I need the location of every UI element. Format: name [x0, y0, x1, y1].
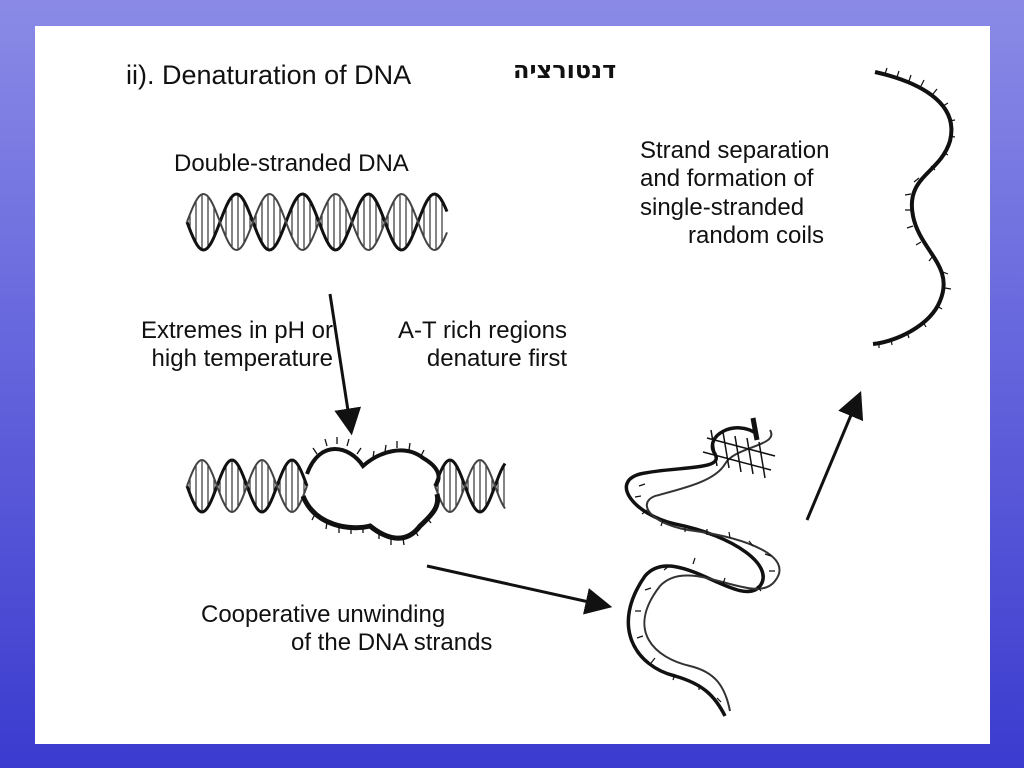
partially-denatured-dna	[185, 437, 507, 546]
denatured-bubble-lower-strand	[300, 493, 441, 541]
slide: ii). Denaturation of DNA דנטורציה Double…	[35, 26, 990, 744]
unwinding-dna-strands	[624, 417, 781, 717]
label-extremes: Extremes in pH or high temperature	[61, 317, 333, 374]
label-extremes-line2: high temperature	[151, 345, 333, 373]
dna-strand-left-b	[186, 459, 308, 513]
label-strand-separation: Strand separation and formation of singl…	[640, 137, 829, 250]
label-at-rich-line1: A-T rich regions	[398, 317, 567, 344]
dna-strand-right-b	[434, 459, 506, 513]
dna-strand-b	[186, 192, 448, 252]
unwinding-strand-end	[750, 417, 760, 441]
unwinding-helix-segment	[702, 429, 776, 479]
arrow-heat-denature	[328, 293, 362, 436]
denatured-bubble-ticks-upper	[312, 437, 425, 459]
arrow-cooperative-unwinding	[426, 564, 613, 615]
unwinding-strand-a	[624, 426, 765, 717]
dna-strand-a	[185, 192, 449, 252]
label-separation-line2: and formation of	[640, 165, 814, 193]
denatured-bubble-ticks-lower	[311, 513, 432, 546]
label-cooperative: Cooperative unwinding of the DNA strands	[201, 601, 492, 658]
label-at-rich-line2: denature first	[426, 345, 567, 373]
label-cooperative-line2: of the DNA strands	[291, 629, 493, 657]
page-title-hebrew: דנטורציה	[513, 56, 617, 84]
arrow-strand-separation	[805, 391, 864, 521]
denatured-bubble-upper-strand	[305, 447, 441, 488]
label-cooperative-line1: Cooperative unwinding	[201, 601, 446, 628]
label-extremes-line1: Extremes in pH or	[140, 317, 333, 344]
unwinding-ticks	[634, 483, 775, 703]
double-stranded-dna-helix	[185, 192, 449, 252]
label-at-rich: A-T rich regions denature first	[345, 317, 567, 374]
unwinding-strand-b	[643, 429, 781, 712]
random-coil-ticks	[878, 67, 956, 348]
page-title: ii). Denaturation of DNA	[126, 60, 412, 90]
denaturation-diagram	[185, 67, 956, 717]
label-separation-line3: single-stranded	[640, 193, 805, 221]
label-double-stranded: Double-stranded DNA	[174, 150, 409, 177]
base-pair-rungs	[189, 195, 443, 249]
single-stranded-random-coil	[872, 67, 956, 348]
label-separation-line4: random coils	[688, 221, 825, 249]
dna-strand-right-a	[433, 458, 507, 514]
base-pair-rungs-right	[437, 461, 505, 511]
random-coil-strand	[872, 70, 954, 346]
label-separation-line1: Strand separation	[640, 137, 830, 164]
